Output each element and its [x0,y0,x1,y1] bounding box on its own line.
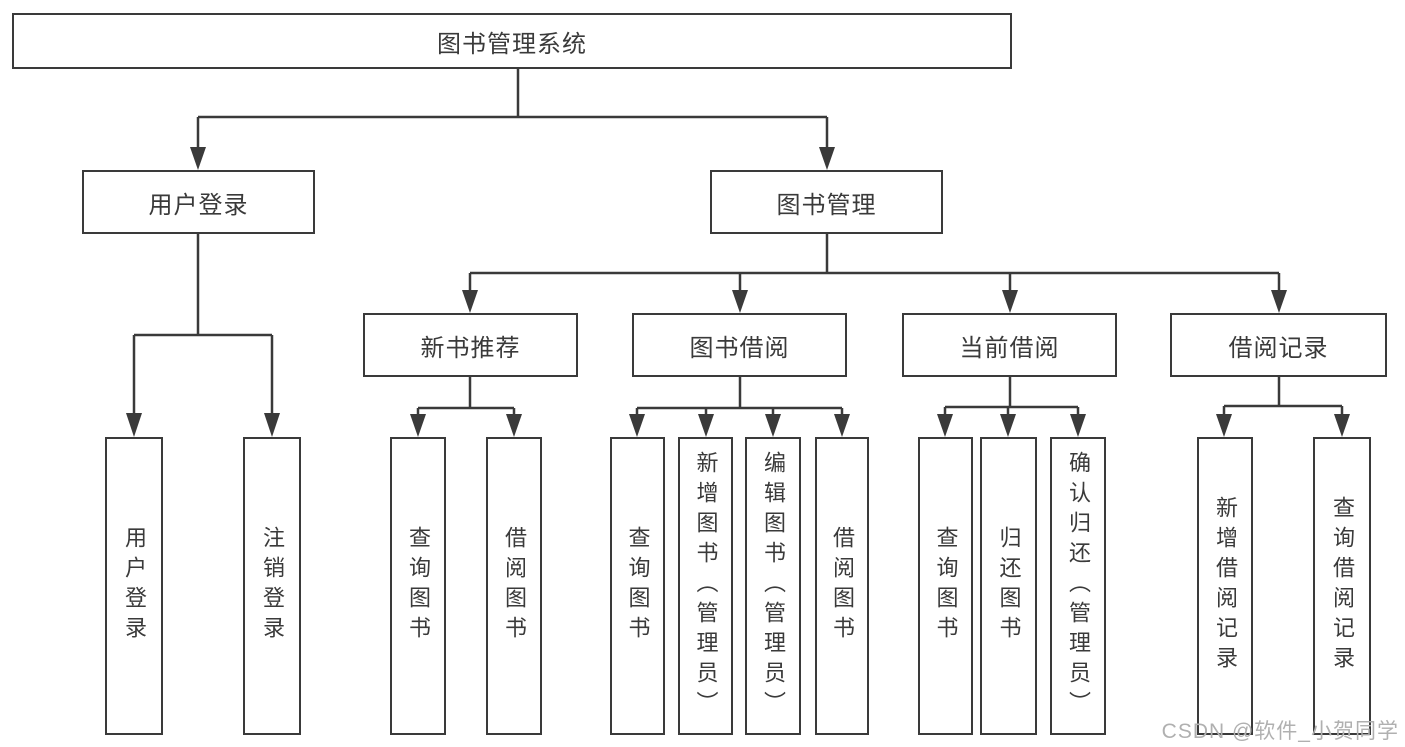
connector-user [132,234,274,415]
connector-borrow [635,377,844,415]
arrowhead [1216,414,1232,437]
leaf-user-login: 用户登录 [105,437,163,735]
leaf-label: 注销登录 [260,526,285,646]
arrowhead [937,414,953,437]
arrowhead [1002,290,1018,313]
arrowhead [410,414,426,437]
node-root-system: 图书管理系统 [12,13,1012,69]
csdn-watermark: CSDN @软件_小贺同学 [1161,720,1399,743]
arrowhead [629,414,645,437]
connector-newbook [416,377,516,415]
leaf-label: 确认归还（管理员） [1066,451,1091,721]
connector-records [1222,377,1344,415]
leaf-query-books: 查询图书 [918,437,973,735]
leaf-edit-books-admin: 编辑图书（管理员） [745,437,801,735]
arrowhead [264,413,280,437]
arrowhead [190,147,206,170]
leaf-label: 用户登录 [122,526,147,646]
connector-current [943,377,1080,415]
connector-mgmt [468,234,1281,291]
leaf-label: 查询图书 [625,526,651,646]
arrowhead [506,414,522,437]
leaf-logout: 注销登录 [243,437,301,735]
node-borrow-records: 借阅记录 [1170,313,1387,377]
leaf-query-borrow-record: 查询借阅记录 [1313,437,1371,735]
arrowhead [1070,414,1086,437]
arrowhead [819,147,835,170]
node-book-management: 图书管理 [710,170,943,234]
leaf-confirm-return-admin: 确认归还（管理员） [1050,437,1106,735]
arrowhead [1000,414,1016,437]
leaf-label: 借阅图书 [830,526,855,646]
arrowhead [834,414,850,437]
arrowhead [698,414,714,437]
arrowhead [126,413,142,437]
leaf-borrow-books: 借阅图书 [486,437,542,735]
node-new-book-recommend: 新书推荐 [363,313,578,377]
arrowhead [462,290,478,313]
arrowhead [1271,290,1287,313]
leaf-label: 归还图书 [996,526,1022,646]
arrowhead [765,414,781,437]
leaf-label: 查询借阅记录 [1330,496,1355,676]
leaf-label: 新增图书（管理员） [693,451,719,721]
leaf-query-books: 查询图书 [610,437,665,735]
leaf-label: 新增借阅记录 [1213,496,1238,676]
node-book-borrow: 图书借阅 [632,313,847,377]
node-current-borrow: 当前借阅 [902,313,1117,377]
arrowhead [1334,414,1350,437]
leaf-borrow-books: 借阅图书 [815,437,869,735]
node-user-login: 用户登录 [82,170,315,234]
arrowhead [732,290,748,313]
leaf-add-borrow-record: 新增借阅记录 [1197,437,1253,735]
leaf-return-books: 归还图书 [980,437,1037,735]
leaf-add-books-admin: 新增图书（管理员） [678,437,733,735]
leaf-label: 查询图书 [406,526,431,646]
connector-root [196,69,829,150]
leaf-query-books: 查询图书 [390,437,446,735]
leaf-label: 编辑图书（管理员） [761,451,786,721]
leaf-label: 查询图书 [933,526,959,646]
leaf-label: 借阅图书 [502,526,527,646]
